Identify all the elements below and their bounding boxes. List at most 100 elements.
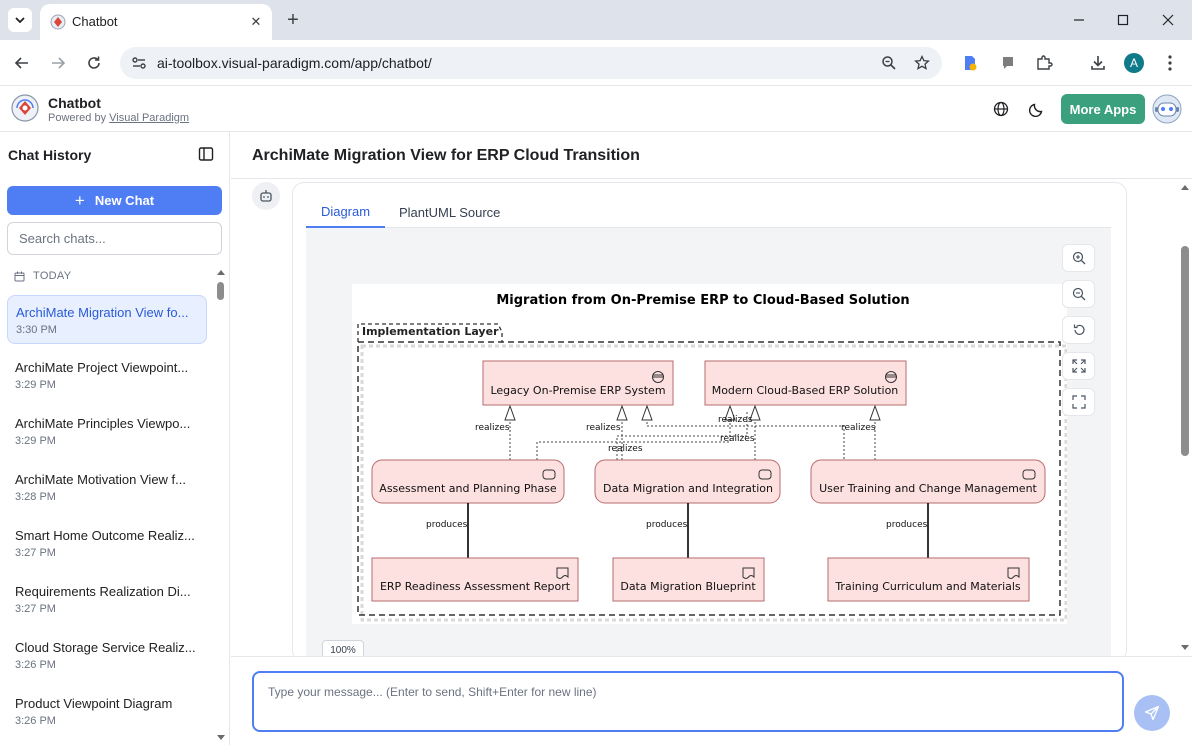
downloads-icon[interactable] — [1087, 52, 1109, 74]
system-software-icon — [885, 371, 897, 383]
scroll-up-arrow-icon[interactable] — [215, 268, 227, 276]
app-name: Chatbot — [48, 95, 101, 111]
diagram-tabs: Diagram PlantUML Source — [306, 196, 1111, 228]
assistant-robot-icon — [252, 182, 280, 210]
title-divider — [231, 178, 1192, 179]
scroll-up-arrow-icon[interactable] — [1178, 183, 1192, 191]
visual-paradigm-link[interactable]: Visual Paradigm — [109, 112, 190, 124]
list-item[interactable]: Cloud Storage Service Realiz... 3:26 PM — [15, 640, 196, 671]
bot-avatar-icon[interactable] — [1152, 94, 1182, 124]
sidebar-scrollbar[interactable] — [215, 268, 227, 742]
visual-paradigm-favicon-icon — [50, 14, 66, 30]
language-globe-icon[interactable] — [991, 99, 1011, 119]
forward-icon[interactable] — [46, 51, 70, 75]
powered-by-text: Powered by Visual Paradigm — [48, 112, 190, 124]
list-item[interactable]: ArchiMate Principles Viewpo... 3:29 PM — [15, 416, 191, 447]
today-group-header: TODAY — [14, 270, 71, 282]
realization-edges — [509, 410, 876, 460]
expand-arrows-icon — [1071, 359, 1086, 373]
zoom-out-icon — [1072, 287, 1085, 301]
extension-file-icon[interactable] — [959, 52, 981, 74]
produces-label: produces — [886, 520, 928, 530]
zoom-level-badge: 100% — [322, 640, 364, 660]
tab-diagram[interactable]: Diagram — [306, 196, 385, 228]
svg-text:Data Migration and Integration: Data Migration and Integration — [603, 482, 773, 495]
page-title: ArchiMate Migration View for ERP Cloud T… — [252, 147, 640, 164]
group-tab — [357, 323, 503, 342]
close-tab-icon[interactable]: ✕ — [250, 14, 262, 29]
reset-rotate-icon — [1073, 324, 1085, 335]
deliverable-icon — [1007, 567, 1020, 579]
address-bar[interactable]: ai-toolbox.visual-paradigm.com/app/chatb… — [120, 47, 942, 79]
browser-menu-icon[interactable] — [1159, 52, 1181, 74]
message-input[interactable] — [252, 671, 1124, 732]
extension-chat-icon[interactable] — [997, 52, 1019, 74]
list-item[interactable]: Requirements Realization Di... 3:27 PM — [15, 584, 191, 615]
list-item[interactable]: Product Viewpoint Diagram 3:26 PM — [15, 696, 173, 727]
browser-tab-chatbot[interactable]: Chatbot ✕ — [40, 4, 272, 40]
chat-history-sidebar: Chat History + New Chat TODAY ArchiMate … — [0, 132, 230, 745]
browser-tabstrip: Chatbot ✕ + — [0, 0, 1192, 40]
archimate-diagram: Migration from On-Premise ERP to Cloud-B… — [352, 284, 1067, 624]
arrowhead — [724, 404, 736, 421]
svg-text:Assessment and Planning Phase: Assessment and Planning Phase — [379, 482, 557, 495]
work-package-icon — [1022, 469, 1036, 480]
arrowhead — [616, 404, 628, 421]
dark-mode-moon-icon[interactable] — [1027, 99, 1047, 119]
main-scrollbar[interactable] — [1178, 180, 1192, 656]
new-tab-button[interactable]: + — [287, 8, 299, 31]
chevron-down-icon — [15, 17, 25, 24]
svg-text:User Training and Change Manag: User Training and Change Management — [819, 482, 1037, 495]
send-button[interactable] — [1134, 695, 1170, 731]
deliverable-icon — [556, 567, 569, 579]
sidebar-scroll-thumb[interactable] — [217, 282, 224, 300]
zoom-out-button[interactable] — [1062, 280, 1095, 308]
visual-paradigm-logo-icon — [11, 94, 39, 122]
new-chat-button[interactable]: + New Chat — [7, 186, 222, 215]
zoom-magnifier-icon[interactable] — [879, 53, 899, 73]
group-label: Implementation Layer — [362, 325, 499, 338]
produces-edges — [467, 503, 929, 558]
reload-icon[interactable] — [82, 51, 106, 75]
send-icon — [1144, 705, 1160, 721]
system-element: Modern Cloud-Based ERP Solution — [704, 360, 907, 406]
fit-view-button[interactable] — [1062, 352, 1095, 380]
search-chats-input[interactable] — [7, 222, 222, 255]
scroll-down-arrow-icon[interactable] — [215, 734, 227, 742]
close-window-icon[interactable] — [1156, 8, 1180, 32]
minimize-window-icon[interactable] — [1067, 8, 1091, 32]
more-apps-button[interactable]: More Apps — [1061, 94, 1145, 124]
realize-edge-misc — [616, 410, 748, 460]
tab-plantuml-source[interactable]: PlantUML Source — [399, 204, 501, 220]
tab-search-button[interactable] — [8, 8, 32, 32]
reset-view-button[interactable] — [1062, 316, 1095, 344]
maximize-window-icon[interactable] — [1111, 8, 1135, 32]
list-item[interactable]: ArchiMate Project Viewpoint... 3:29 PM — [15, 360, 189, 391]
sidebar-toggle-icon[interactable] — [197, 145, 215, 163]
bookmark-star-icon[interactable] — [912, 53, 932, 73]
extensions-puzzle-icon[interactable] — [1033, 52, 1055, 74]
app-header: Chatbot Powered by Visual Paradigm More … — [0, 86, 1192, 132]
fullscreen-button[interactable] — [1062, 388, 1095, 416]
svg-text:Data Migration Blueprint: Data Migration Blueprint — [620, 580, 756, 593]
profile-avatar[interactable]: A — [1124, 53, 1144, 73]
site-settings-icon[interactable] — [130, 54, 148, 72]
list-item[interactable]: ArchiMate Motivation View f... 3:28 PM — [15, 472, 186, 503]
list-item[interactable]: ArchiMate Migration View fo... 3:30 PM — [7, 295, 207, 344]
zoom-in-button[interactable] — [1062, 244, 1095, 272]
url-text[interactable]: ai-toolbox.visual-paradigm.com/app/chatb… — [157, 55, 432, 71]
produces-label: produces — [426, 520, 468, 530]
scroll-down-arrow-icon[interactable] — [1178, 644, 1192, 652]
zoom-in-icon — [1072, 251, 1085, 265]
implementation-layer-group-shadow — [360, 344, 1067, 622]
arrowhead — [504, 404, 516, 421]
list-item[interactable]: Smart Home Outcome Realiz... 3:27 PM — [15, 528, 195, 559]
main-scroll-thumb[interactable] — [1181, 246, 1189, 456]
system-software-icon — [652, 371, 664, 383]
realizes-label: realizes — [841, 423, 876, 433]
sidebar-title: Chat History — [8, 147, 92, 163]
calendar-icon — [14, 271, 25, 281]
realizes-label: realizes — [475, 423, 510, 433]
back-icon[interactable] — [10, 51, 34, 75]
work-package-icon — [758, 469, 772, 480]
